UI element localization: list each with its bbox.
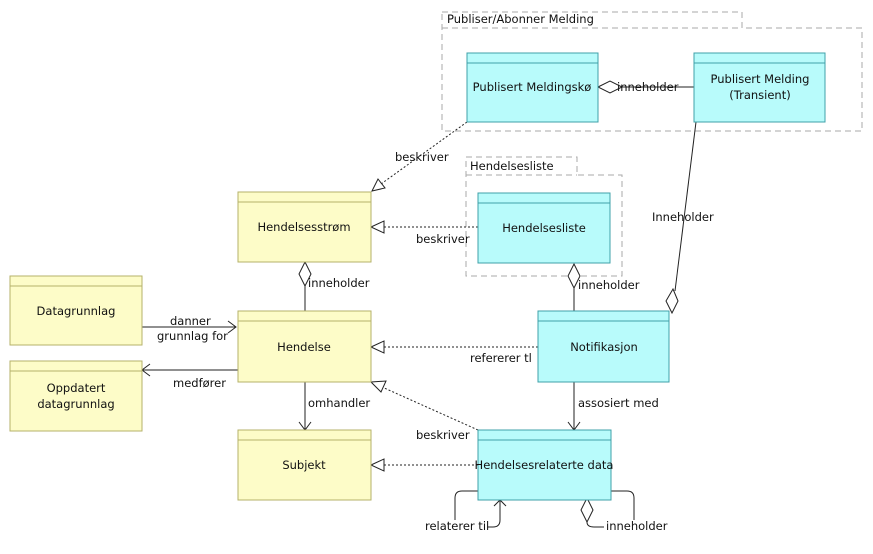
edge-label-forms-2: grunnlag for: [157, 329, 228, 343]
group-publish-title: Publiser/Abonner Melding: [447, 12, 594, 26]
node-updated-datagrunnlag-line2: datagrunnlag: [37, 397, 114, 411]
node-event-list[interactable]: Hendelsesliste: [477, 192, 611, 264]
node-subject-label: Subjekt: [282, 458, 326, 472]
edge-label-queue-describes: beskriver: [395, 150, 449, 164]
node-event-list-label: Hendelsesliste: [502, 221, 586, 235]
edge-label-stream-contains: inneholder: [308, 276, 370, 290]
edge-label-queue-contains: inneholder: [617, 80, 679, 94]
node-event-stream[interactable]: Hendelsesstrøm: [237, 191, 372, 263]
edge-stream-contains-event[interactable]: [298, 260, 312, 311]
node-event-related-data-label: Hendelsesrelaterte data: [475, 458, 614, 472]
edge-label-relates-to: relaterer til: [425, 519, 489, 533]
node-published-queue[interactable]: Publisert Meldingskø: [466, 52, 599, 123]
node-event[interactable]: Hendelse: [237, 310, 372, 383]
node-datagrunnlag[interactable]: Datagrunnlag: [9, 275, 143, 346]
edge-label-message-contains: Inneholder: [652, 210, 714, 224]
edge-data-contains-self[interactable]: [580, 490, 635, 528]
edge-label-associated: assosiert med: [578, 396, 659, 410]
node-event-label: Hendelse: [277, 340, 331, 354]
edge-label-data-describes: beskriver: [416, 428, 470, 442]
edge-message-contains-notification[interactable]: [665, 121, 697, 315]
group-eventlist[interactable]: Hendelsesliste: [465, 156, 623, 277]
edge-label-list-describes: beskriver: [416, 232, 470, 246]
group-eventlist-title: Hendelsesliste: [470, 159, 554, 173]
node-published-message-line1: Publisert Melding: [711, 72, 810, 86]
edge-list-contains-notification[interactable]: [567, 262, 581, 311]
edge-queue-contains-message[interactable]: [596, 80, 694, 94]
node-notification[interactable]: Notifikasjon: [537, 310, 670, 383]
edge-notification-refers-event[interactable]: [369, 340, 538, 354]
edge-label-data-contains: inneholder: [606, 519, 668, 533]
node-event-related-data[interactable]: Hendelsesrelaterte data: [475, 429, 614, 501]
edge-label-forms-1: danner: [170, 314, 211, 328]
edge-list-describes-stream[interactable]: [369, 220, 478, 234]
node-published-queue-label: Publisert Meldingskø: [473, 80, 592, 94]
edge-data-forms-event[interactable]: [142, 320, 237, 334]
edge-label-refers-to: refererer tl: [470, 351, 532, 365]
node-event-stream-label: Hendelsesstrøm: [257, 220, 350, 234]
node-published-message[interactable]: Publisert Melding (Transient): [693, 52, 826, 123]
edge-label-concerns: omhandler: [308, 396, 370, 410]
edge-queue-describes-stream[interactable]: [371, 121, 468, 192]
node-updated-datagrunnlag[interactable]: Oppdatert datagrunnlag: [9, 360, 143, 432]
edge-data-describes-event[interactable]: [369, 380, 479, 431]
edge-data-describes-subject[interactable]: [369, 458, 478, 472]
group-publish[interactable]: Publiser/Abonner Melding: [441, 11, 863, 132]
node-datagrunnlag-label: Datagrunnlag: [37, 304, 116, 318]
edge-label-list-contains: inneholder: [578, 278, 640, 292]
node-published-message-line2: (Transient): [729, 88, 790, 102]
node-subject[interactable]: Subjekt: [237, 429, 372, 501]
node-updated-datagrunnlag-line1: Oppdatert: [47, 381, 106, 395]
node-notification-label: Notifikasjon: [570, 340, 638, 354]
edge-label-leads-to: medfører: [173, 376, 226, 390]
edge-event-leads-to-updated[interactable]: [141, 363, 238, 377]
